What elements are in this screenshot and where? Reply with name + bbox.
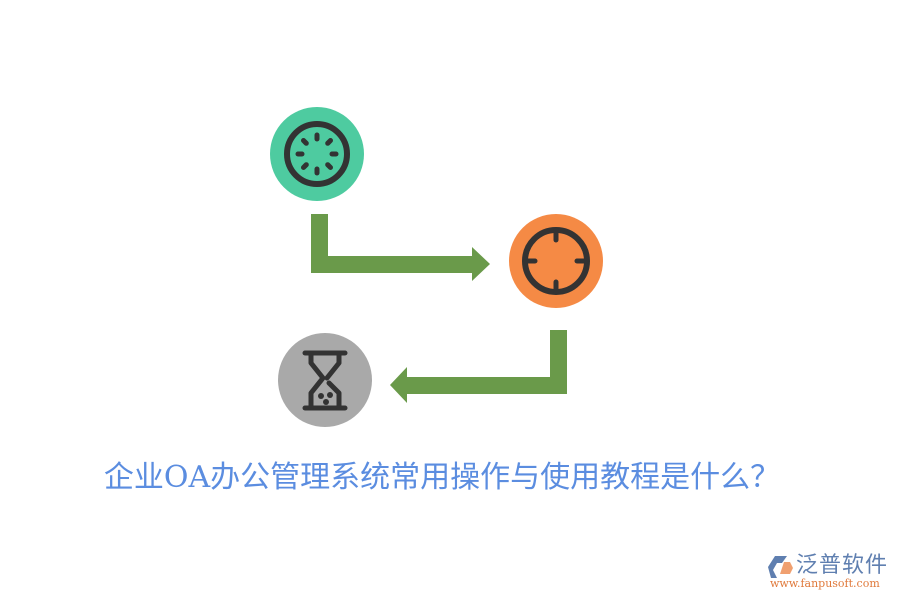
brand-url: www.fanpusoft.com bbox=[770, 577, 880, 590]
diagram-title-text: 企业OA办公管理系统常用操作与使用教程是什么？ bbox=[103, 460, 781, 495]
brand-mark-icon bbox=[768, 556, 793, 578]
arrow-step2-to-step3 bbox=[390, 330, 567, 403]
brand-logo: 泛普软件 www.fanpusoft.com bbox=[766, 551, 894, 591]
loading-spinner-icon bbox=[284, 121, 350, 187]
step-1-node bbox=[270, 107, 364, 201]
diagram-title: 企业OA办公管理系统常用操作与使用教程是什么？ bbox=[0, 452, 900, 496]
hourglass-icon bbox=[302, 350, 348, 411]
crosshair-target-icon bbox=[522, 227, 590, 295]
arrow-step1-to-step2 bbox=[311, 214, 490, 281]
step-3-node bbox=[278, 333, 372, 427]
step-2-node bbox=[509, 214, 603, 308]
brand-name: 泛普软件 bbox=[796, 553, 889, 578]
